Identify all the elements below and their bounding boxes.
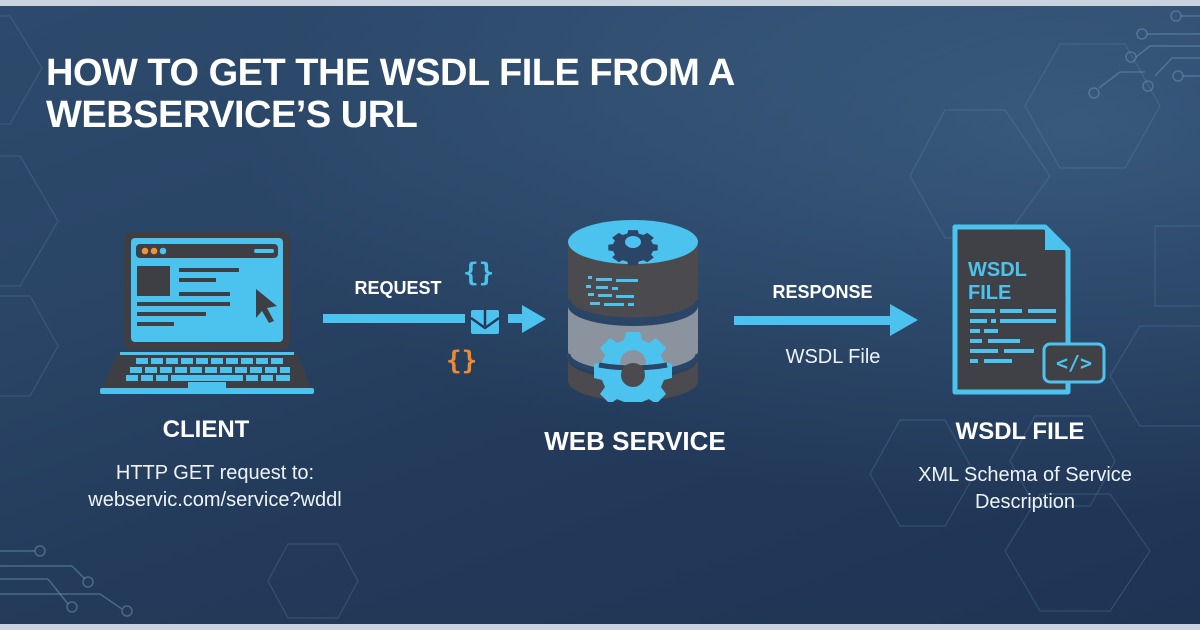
page-title: HOW TO GET THE WSDL FILE FROM A WEBSERVI… — [46, 52, 735, 136]
code-badge-icon: </> — [1056, 351, 1092, 375]
server-database-gear-icon — [566, 220, 700, 402]
response-label: RESPONSE — [772, 282, 873, 302]
client-desc-line-1: HTTP GET request to: — [115, 462, 315, 484]
web-service-title: WEB SERVICE — [544, 426, 726, 456]
wsdl-file-desc-line-1: XML Schema of Service — [918, 464, 1132, 486]
laptop-icon — [100, 232, 314, 394]
client-title: CLIENT — [162, 416, 250, 443]
request-label: REQUEST — [354, 278, 442, 298]
wsdl-document-icon: WSDL FILE </> — [952, 224, 1106, 395]
client-desc-line-2: webservic.com/service?wddl — [88, 489, 342, 511]
diagram-canvas: HOW TO GET THE WSDL FILE FROM A WEBSERVI… — [0, 6, 1200, 624]
request-arrow — [323, 305, 546, 333]
curly-braces-icon-bottom: {} — [446, 346, 478, 376]
curly-braces-icon-top: {} — [463, 258, 495, 288]
title-line-1: HOW TO GET THE WSDL FILE FROM A — [46, 52, 735, 94]
wsdl-file-title: WSDL FILE — [955, 418, 1085, 445]
response-sublabel: WSDL File — [785, 346, 881, 368]
wsdl-file-desc-line-2: Description — [974, 491, 1076, 513]
doc-label-line-2: FILE — [968, 282, 1011, 304]
title-line-2: WEBSERVICE’S URL — [46, 94, 418, 136]
envelope-icon — [470, 310, 500, 334]
response-arrow — [734, 304, 918, 336]
doc-label-line-1: WSDL — [968, 259, 1027, 281]
background-hexagon-pattern — [0, 10, 1200, 619]
